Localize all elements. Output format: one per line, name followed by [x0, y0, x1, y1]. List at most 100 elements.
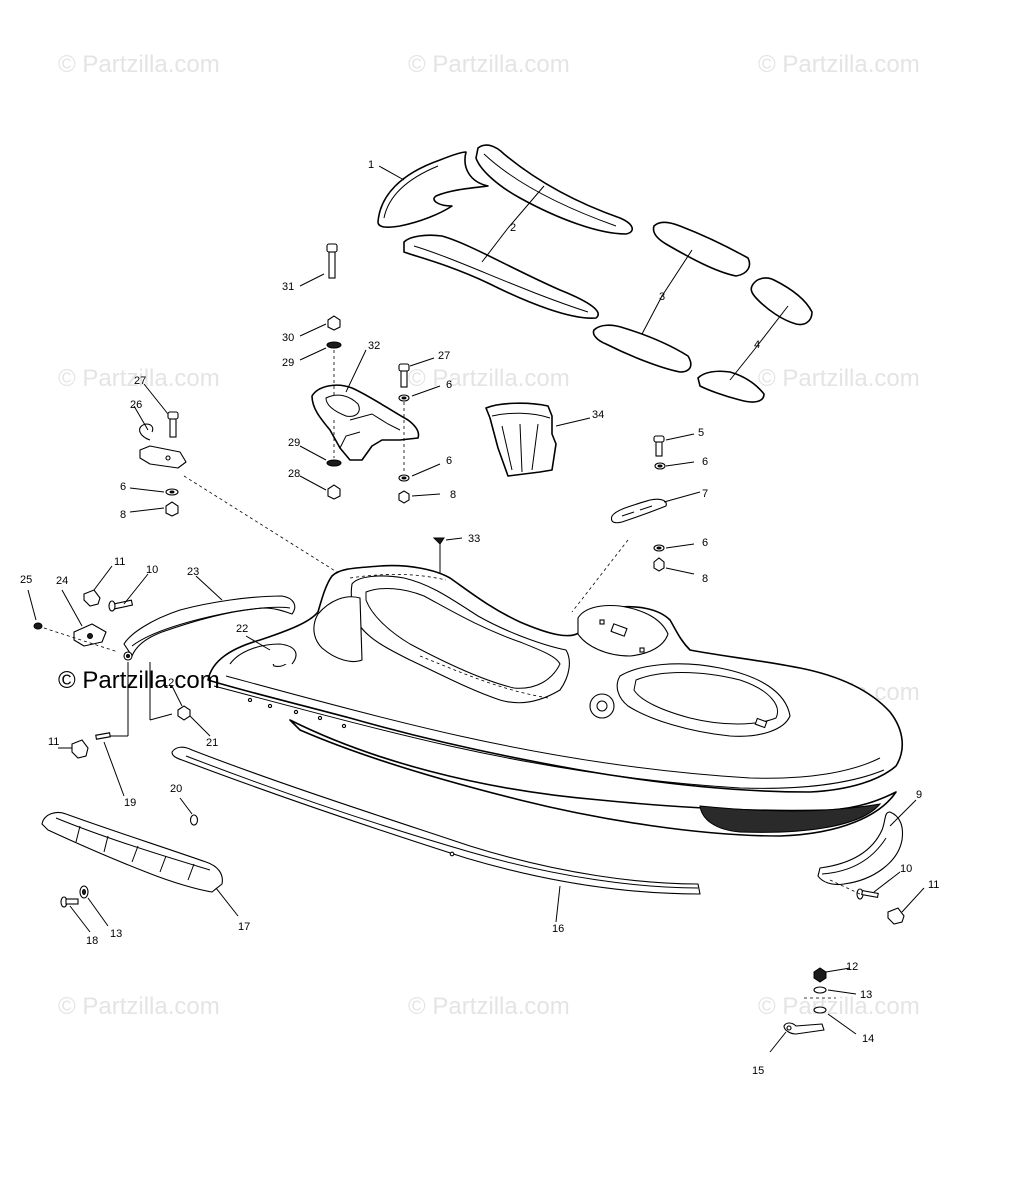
callout-label: 32	[368, 340, 380, 352]
cap-nut-11-top	[83, 589, 101, 607]
nut-8-center	[398, 490, 410, 504]
callout-label: 13	[860, 989, 872, 1001]
nut-28	[327, 484, 341, 500]
callout-label: 15	[752, 1065, 764, 1077]
callout-label: 6	[702, 537, 708, 549]
mat-3-upper	[652, 221, 751, 277]
callout-label: 11	[114, 556, 125, 568]
hull-body	[207, 564, 903, 837]
bolt-27-right	[398, 363, 410, 388]
callout-labels: 1 2 3 4 5 6 6 6 6 6 7 8 8 8 9 10 10 11 1…	[20, 159, 939, 1077]
mat-4-lower	[697, 370, 765, 403]
callout-label: 8	[450, 489, 456, 501]
watermark: © Partzilla.com	[58, 51, 220, 78]
screw-10-top	[108, 599, 134, 612]
bolt-31	[326, 243, 338, 279]
watermark: © Partzilla.com	[758, 365, 920, 392]
callout-label: 14	[862, 1033, 874, 1045]
callout-label: 8	[702, 573, 708, 585]
screw-33	[432, 537, 445, 545]
callout-label: 28	[288, 468, 300, 480]
nut-30	[327, 315, 341, 331]
callout-label: 19	[124, 797, 136, 809]
callout-label: 33	[468, 533, 480, 545]
mat-2-upper	[475, 144, 633, 235]
watermark: © Partzilla.com	[408, 365, 570, 392]
callout-label: 12	[846, 961, 858, 973]
callout-label: 27	[134, 375, 146, 387]
cap-nut-12-left	[123, 651, 133, 661]
callout-label: 1	[368, 159, 374, 171]
leader-lines	[27, 165, 925, 1053]
callout-label: 9	[916, 789, 922, 801]
mat-3-lower	[592, 324, 692, 373]
glove-box-bracket	[311, 384, 420, 461]
callout-label: 24	[56, 575, 68, 587]
washer-6-right-lower	[653, 544, 665, 552]
washer-14	[813, 1006, 827, 1014]
callout-label: 8	[120, 509, 126, 521]
storage-bucket	[485, 402, 557, 477]
callout-label: 6	[446, 455, 452, 467]
callout-label: 21	[206, 737, 218, 749]
washer-6-right-upper	[654, 462, 666, 470]
callout-label: 18	[86, 935, 98, 947]
mat-1	[377, 151, 489, 228]
callout-label: 6	[120, 481, 126, 493]
bracket-15	[783, 1022, 825, 1035]
nut-12-right	[813, 967, 827, 983]
screw-19	[95, 732, 111, 740]
watermark: © Partzilla.com	[408, 51, 570, 78]
mat-4-upper	[750, 277, 813, 326]
sponson-17	[41, 811, 223, 893]
watermark-dark: © Partzilla.com	[58, 667, 220, 694]
callout-label: 34	[592, 409, 604, 421]
watermark: © Partzilla.com	[58, 365, 220, 392]
callout-label: 11	[928, 879, 939, 891]
screw-18	[60, 896, 79, 908]
washer-29-top	[326, 341, 342, 349]
bracket-24	[73, 623, 107, 647]
screw-10-right	[856, 888, 879, 900]
callout-label: 29	[288, 437, 300, 449]
bolt-27-left	[167, 411, 179, 438]
callout-label: 6	[702, 456, 708, 468]
bow-eye-hook	[139, 423, 187, 469]
callout-label: 10	[900, 863, 912, 875]
callout-label: 2	[510, 222, 516, 234]
callout-label: 4	[754, 339, 760, 351]
callout-label: 7	[702, 488, 708, 500]
callout-label: 10	[146, 564, 158, 576]
callout-label: 27	[438, 350, 450, 362]
washer-20	[189, 814, 199, 826]
callout-label: 25	[20, 574, 32, 586]
callout-label: 29	[282, 357, 294, 369]
callout-label: 3	[659, 291, 665, 303]
rear-bumper-rail	[123, 595, 296, 657]
watermark: © Partzilla.com	[758, 993, 920, 1020]
washer-29-bottom	[326, 459, 342, 467]
washer-13-right	[813, 986, 827, 994]
cap-nut-11-left	[71, 739, 89, 759]
washer-6-lower	[398, 474, 410, 482]
washer-13-left	[79, 885, 89, 899]
callout-label: 13	[110, 928, 122, 940]
sponson-9	[817, 811, 904, 886]
callout-label: 20	[170, 783, 182, 795]
callout-label: 23	[187, 566, 199, 578]
nut-21	[177, 705, 191, 721]
callout-label: 6	[446, 379, 452, 391]
nut-8-left	[165, 501, 179, 517]
callout-label: 26	[130, 399, 142, 411]
cap-nut-11-right	[887, 907, 905, 925]
bolt-5	[653, 435, 665, 457]
watermark: © Partzilla.com	[58, 993, 220, 1020]
grab-strap	[610, 498, 667, 524]
callout-label: 17	[238, 921, 250, 933]
watermark: © Partzilla.com	[758, 51, 920, 78]
callout-label: 30	[282, 332, 294, 344]
washer-6-upper	[398, 394, 410, 402]
callout-label: 22	[236, 623, 248, 635]
callout-label: 12	[162, 677, 174, 689]
